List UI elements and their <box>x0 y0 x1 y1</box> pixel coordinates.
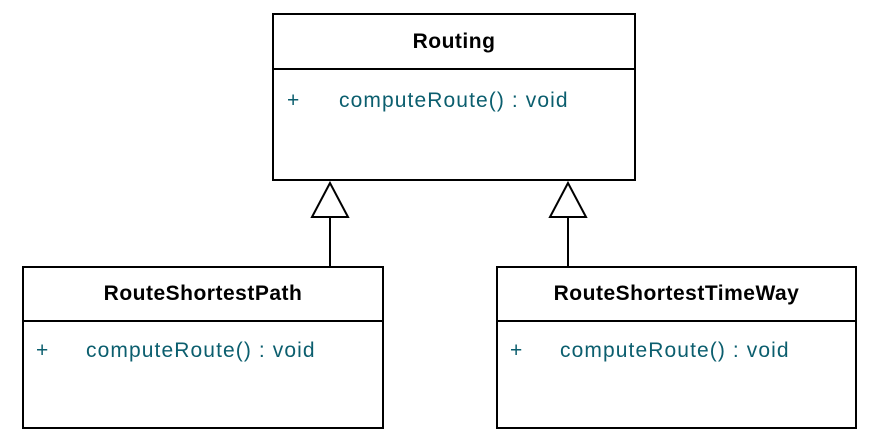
generalization-arrow-right <box>548 180 588 266</box>
hollow-triangle-icon <box>310 180 350 218</box>
visibility-plus: + <box>36 339 50 362</box>
generalization-arrow-left <box>310 180 350 266</box>
class-members-routing: + computeRoute() : void <box>274 70 634 113</box>
method-compute-route: computeRoute() : void <box>560 339 790 362</box>
visibility-plus: + <box>510 339 524 362</box>
method-compute-route: computeRoute() : void <box>339 89 569 112</box>
class-name-route-shortest-time-way: RouteShortestTimeWay <box>498 268 855 322</box>
class-box-route-shortest-path: RouteShortestPath + computeRoute() : voi… <box>22 266 384 429</box>
method-compute-route: computeRoute() : void <box>86 339 316 362</box>
class-name-route-shortest-path: RouteShortestPath <box>24 268 382 322</box>
class-box-route-shortest-time-way: RouteShortestTimeWay + computeRoute() : … <box>496 266 857 429</box>
class-members-route-shortest-path: + computeRoute() : void <box>24 322 382 363</box>
hollow-triangle-icon <box>548 180 588 218</box>
class-members-route-shortest-time-way: + computeRoute() : void <box>498 322 855 363</box>
visibility-plus: + <box>287 89 301 112</box>
class-name-routing: Routing <box>274 15 634 70</box>
class-box-routing: Routing + computeRoute() : void <box>272 13 636 181</box>
